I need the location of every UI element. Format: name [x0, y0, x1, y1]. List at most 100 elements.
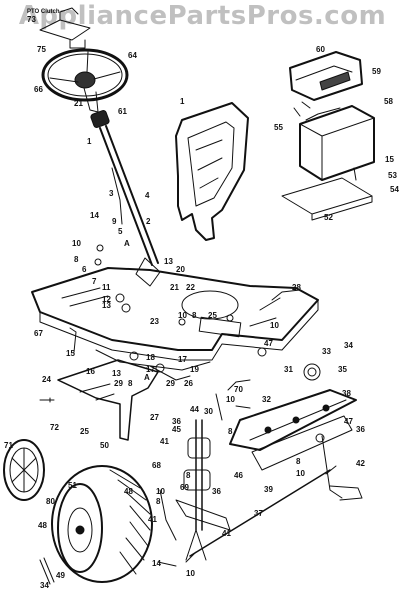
callout-49: 49 [56, 571, 65, 580]
callout-10: 10 [226, 395, 235, 404]
callout-47: 47 [344, 417, 353, 426]
callout-15: 15 [66, 349, 75, 358]
callout-14: 14 [152, 559, 161, 568]
front-tire[interactable] [51, 465, 153, 583]
callout-19: 19 [190, 365, 199, 374]
callout-A: A [124, 239, 130, 248]
callout-12: 12 [102, 295, 111, 304]
callout-48: 48 [38, 521, 47, 530]
callout-10: 10 [186, 569, 195, 578]
callout-A: A [144, 373, 150, 382]
callout-38: 38 [342, 389, 351, 398]
callout-30: 30 [204, 407, 213, 416]
callout-17: 17 [178, 355, 187, 364]
callout-73: 73 [27, 15, 36, 24]
callout-8: 8 [296, 457, 301, 466]
callout-13: 13 [102, 301, 111, 310]
callout-66: 66 [34, 85, 43, 94]
callout-10: 10 [156, 487, 165, 496]
callout-60: 60 [316, 45, 325, 54]
callout-10: 10 [296, 469, 305, 478]
callout-28: 28 [292, 283, 301, 292]
callout-8: 8 [186, 471, 191, 480]
callout-10: 10 [270, 321, 279, 330]
callout-59: 59 [372, 67, 381, 76]
callout-8: 8 [156, 497, 161, 506]
callout-18: 18 [146, 353, 155, 362]
callout-4: 4 [145, 191, 150, 200]
axle-bracket[interactable] [57, 359, 159, 441]
callout-labels: 73 75 64 66 21 61 1 1 60 59 58 55 15 53 … [4, 15, 399, 590]
callout-21: 21 [74, 99, 83, 108]
callout-31: 31 [284, 365, 293, 374]
watermark-text: AppliancePartsPros.com [18, 1, 387, 31]
callout-14: 14 [90, 211, 99, 220]
callout-42: 42 [356, 459, 365, 468]
callout-27: 27 [150, 413, 159, 422]
callout-71: 71 [4, 441, 13, 450]
callout-44: 44 [190, 405, 199, 414]
callout-29: 29 [166, 379, 175, 388]
main-frame[interactable] [31, 267, 319, 381]
callout-17: 17 [146, 365, 155, 374]
callout-5: 5 [118, 227, 123, 236]
callout-75: 75 [37, 45, 46, 54]
seat[interactable] [175, 102, 249, 241]
callout-16: 16 [86, 367, 95, 376]
hardware-bolts [39, 244, 325, 585]
callout-1: 1 [180, 97, 185, 106]
callout-1: 1 [87, 137, 92, 146]
callout-29: 29 [114, 379, 123, 388]
callout-8: 8 [228, 427, 233, 436]
callout-64: 64 [128, 51, 137, 60]
front-axle[interactable] [229, 389, 357, 471]
steering-wheel[interactable] [39, 7, 129, 113]
callout-13: 13 [112, 369, 121, 378]
callout-36: 36 [172, 417, 181, 426]
callout-36: 36 [356, 425, 365, 434]
callout-6: 6 [82, 265, 87, 274]
pto-clutch-caption: PTO Clutch [27, 9, 60, 15]
callout-80: 80 [46, 497, 55, 506]
callout-32: 32 [262, 395, 271, 404]
right-spindle[interactable] [303, 363, 363, 501]
callout-51: 51 [68, 481, 77, 490]
callout-72: 72 [50, 423, 59, 432]
callout-10: 10 [72, 239, 81, 248]
callout-55: 55 [274, 123, 283, 132]
callout-41: 41 [222, 529, 231, 538]
callout-37: 37 [254, 509, 263, 518]
callout-33: 33 [322, 347, 331, 356]
callout-41: 41 [148, 515, 157, 524]
hub-cap[interactable] [3, 439, 45, 501]
callout-24: 24 [42, 375, 51, 384]
callout-36: 36 [212, 487, 221, 496]
callout-25: 25 [80, 427, 89, 436]
callout-54: 54 [390, 185, 399, 194]
callout-48: 48 [124, 487, 133, 496]
callout-53: 53 [388, 171, 397, 180]
callout-52: 52 [324, 213, 333, 222]
callout-10: 10 [178, 311, 187, 320]
callout-20: 20 [176, 265, 185, 274]
callout-15: 15 [385, 155, 394, 164]
callout-2: 2 [146, 217, 151, 226]
callout-22: 22 [186, 283, 195, 292]
callout-58: 58 [384, 97, 393, 106]
callout-70: 70 [234, 385, 243, 394]
callout-46: 46 [234, 471, 243, 480]
steering-shaft[interactable] [90, 110, 161, 287]
callout-9: 9 [112, 217, 117, 226]
spindle-assembly[interactable] [159, 419, 231, 561]
callout-50: 50 [100, 441, 109, 450]
callout-67: 67 [34, 329, 43, 338]
callout-34: 34 [344, 341, 353, 350]
callout-47: 47 [264, 339, 273, 348]
battery-box[interactable] [281, 51, 375, 221]
callout-13: 13 [164, 257, 173, 266]
callout-69: 69 [180, 483, 189, 492]
callout-41: 41 [160, 437, 169, 446]
callout-23: 23 [150, 317, 159, 326]
callout-68: 68 [152, 461, 161, 470]
callout-21: 21 [170, 283, 179, 292]
